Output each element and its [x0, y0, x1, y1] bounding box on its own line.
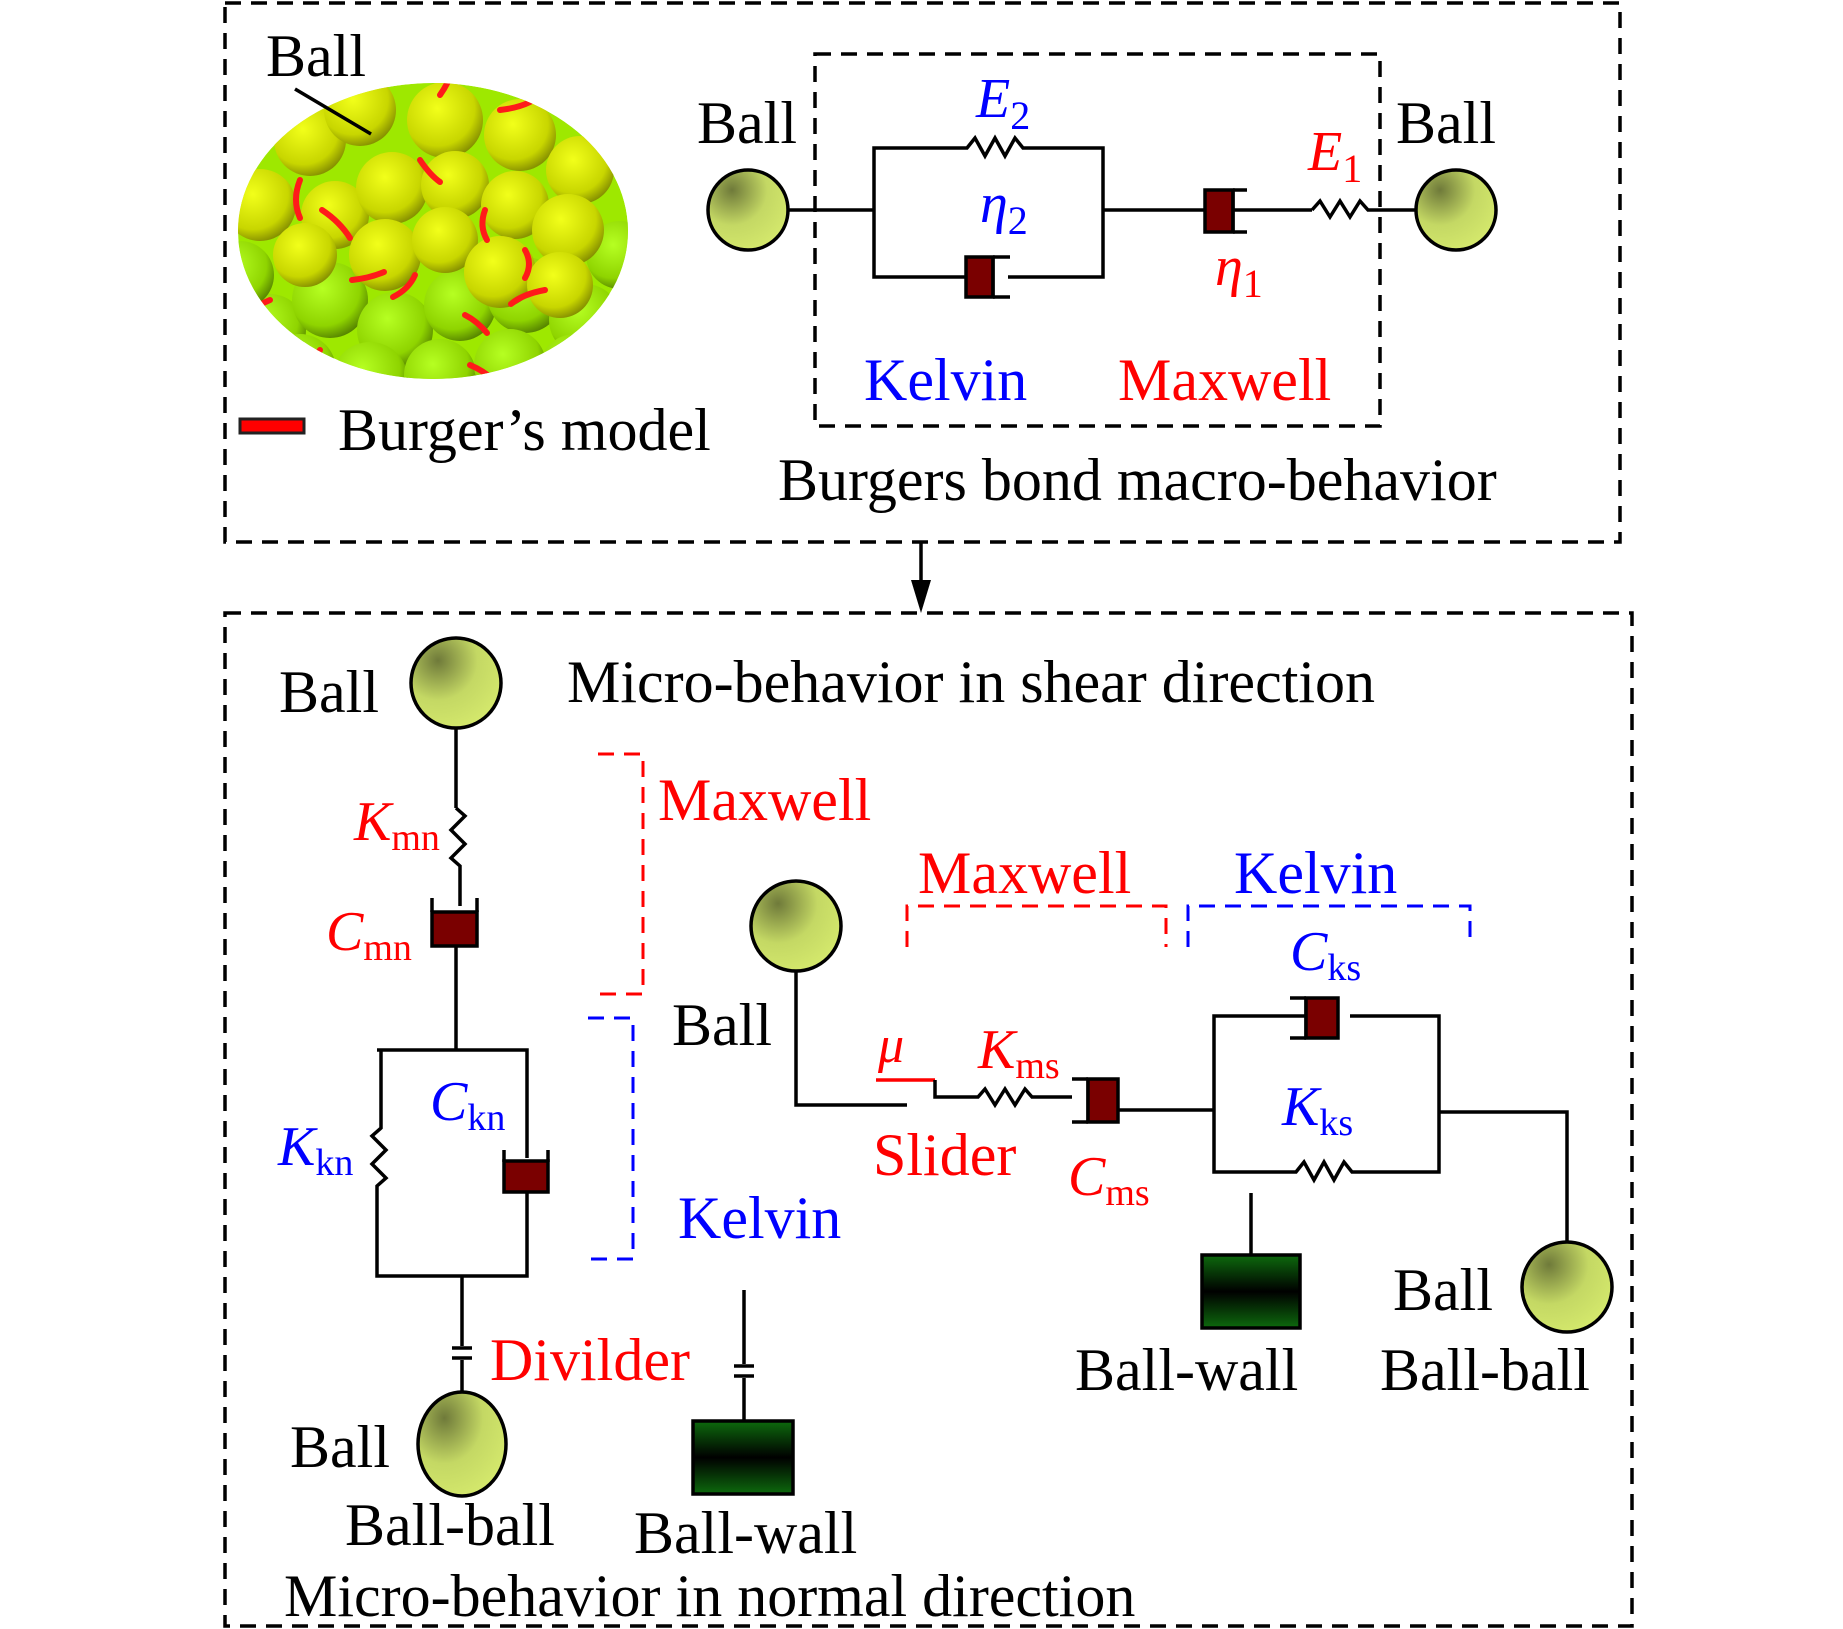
Ckn-label: Ckn — [430, 1071, 505, 1139]
wall-divider-icon — [734, 1364, 754, 1378]
shear-direction-title: Micro-behavior in shear direction — [567, 649, 1375, 715]
normal-ball-wall-label: Ball-wall — [634, 1500, 857, 1566]
normal-top-ball-label: Ball — [279, 659, 379, 725]
eta2-label: η2 — [980, 173, 1028, 243]
Kms-label: Kms — [977, 1019, 1060, 1087]
normal-direction-title: Micro-behavior in normal direction — [284, 1563, 1135, 1629]
eta1-label: η1 — [1215, 236, 1263, 306]
Ckn-dashpot-icon — [502, 1159, 550, 1194]
normal-wall-icon — [691, 1419, 795, 1496]
wire — [1439, 1110, 1569, 1242]
kelvin-element — [872, 134, 1105, 279]
left-ball-icon — [706, 168, 790, 252]
shear-left-ball-icon — [749, 879, 843, 973]
E1-spring-icon — [1310, 197, 1416, 221]
normal-kelvin-bracket — [588, 1016, 635, 1261]
eta2-dashpot-cup — [991, 255, 1010, 299]
shear-wall-icon — [1200, 1253, 1302, 1330]
ball-callout-line — [294, 87, 372, 136]
maxwell-label-top: Maxwell — [1118, 347, 1331, 413]
Cmn-dashpot-cup — [430, 898, 479, 912]
shear-ball-ball-label: Ball-ball — [1380, 1337, 1590, 1403]
Cms-label: Cms — [1068, 1146, 1150, 1214]
Kms-spring-icon — [933, 1080, 1072, 1109]
ball-callout-label: Ball — [266, 23, 366, 89]
Cks-dashpot-cup — [1290, 996, 1308, 1040]
particle-assembly-image — [238, 83, 628, 379]
Cmn-label: Cmn — [326, 901, 412, 969]
Cms-dashpot-icon — [1086, 1077, 1120, 1124]
shear-right-ball-label: Ball — [1393, 1257, 1493, 1323]
shear-maxwell-label: Maxwell — [918, 840, 1131, 906]
Cms-dashpot-cup — [1072, 1077, 1090, 1124]
right-ball-label: Ball — [1396, 90, 1496, 156]
eta2-dashpot-icon — [964, 255, 995, 299]
slider-label: Slider — [873, 1122, 1016, 1188]
shear-right-ball-icon — [1520, 1240, 1614, 1334]
shear-maxwell-bracket — [905, 904, 1168, 947]
Kks-label: Kks — [1281, 1076, 1353, 1144]
shear-kelvin-label: Kelvin — [1234, 840, 1397, 906]
Cks-label: Cks — [1290, 921, 1361, 989]
macro-caption: Burgers bond macro-behavior — [778, 447, 1497, 513]
eta1-dashpot-icon — [1203, 188, 1235, 234]
burgers-model-legend-label: Burger’s model — [338, 397, 711, 463]
shear-kelvin-bracket — [1186, 904, 1472, 947]
flow-arrow-head-icon — [911, 580, 931, 613]
shear-left-ball-label: Ball — [672, 992, 772, 1058]
divider-label: Divilder — [490, 1327, 690, 1393]
normal-bottom-ball-icon — [416, 1390, 508, 1498]
divider-icon — [452, 1346, 472, 1360]
Kkn-Ckn-kelvin-element — [369, 1048, 529, 1278]
normal-ball-ball-label: Ball-ball — [345, 1492, 555, 1558]
mu-label: μ — [877, 1017, 904, 1074]
kelvin-label-top: Kelvin — [864, 347, 1027, 413]
Cmn-dashpot-icon — [430, 910, 479, 948]
burgers-model-legend-swatch — [238, 417, 306, 435]
Kkn-label: Kkn — [277, 1116, 353, 1184]
wire — [794, 971, 907, 1107]
normal-top-ball-icon — [409, 636, 503, 730]
normal-kelvin-label: Kelvin — [678, 1185, 841, 1251]
right-ball-icon — [1414, 168, 1498, 252]
normal-maxwell-bracket — [598, 752, 645, 996]
E2-label: E2 — [975, 68, 1030, 138]
normal-maxwell-label: Maxwell — [658, 767, 871, 833]
E1-label: E1 — [1307, 121, 1362, 191]
Cks-Kks-kelvin-element — [1212, 1014, 1441, 1184]
left-ball-label: Ball — [697, 90, 797, 156]
micro-panel-border — [223, 611, 1634, 1628]
shear-ball-wall-label: Ball-wall — [1075, 1337, 1298, 1403]
Kmn-spring-icon — [448, 806, 468, 906]
Kmn-label: Kmn — [353, 791, 440, 859]
normal-bottom-ball-label: Ball — [290, 1414, 390, 1480]
Cks-dashpot-icon — [1304, 996, 1340, 1040]
